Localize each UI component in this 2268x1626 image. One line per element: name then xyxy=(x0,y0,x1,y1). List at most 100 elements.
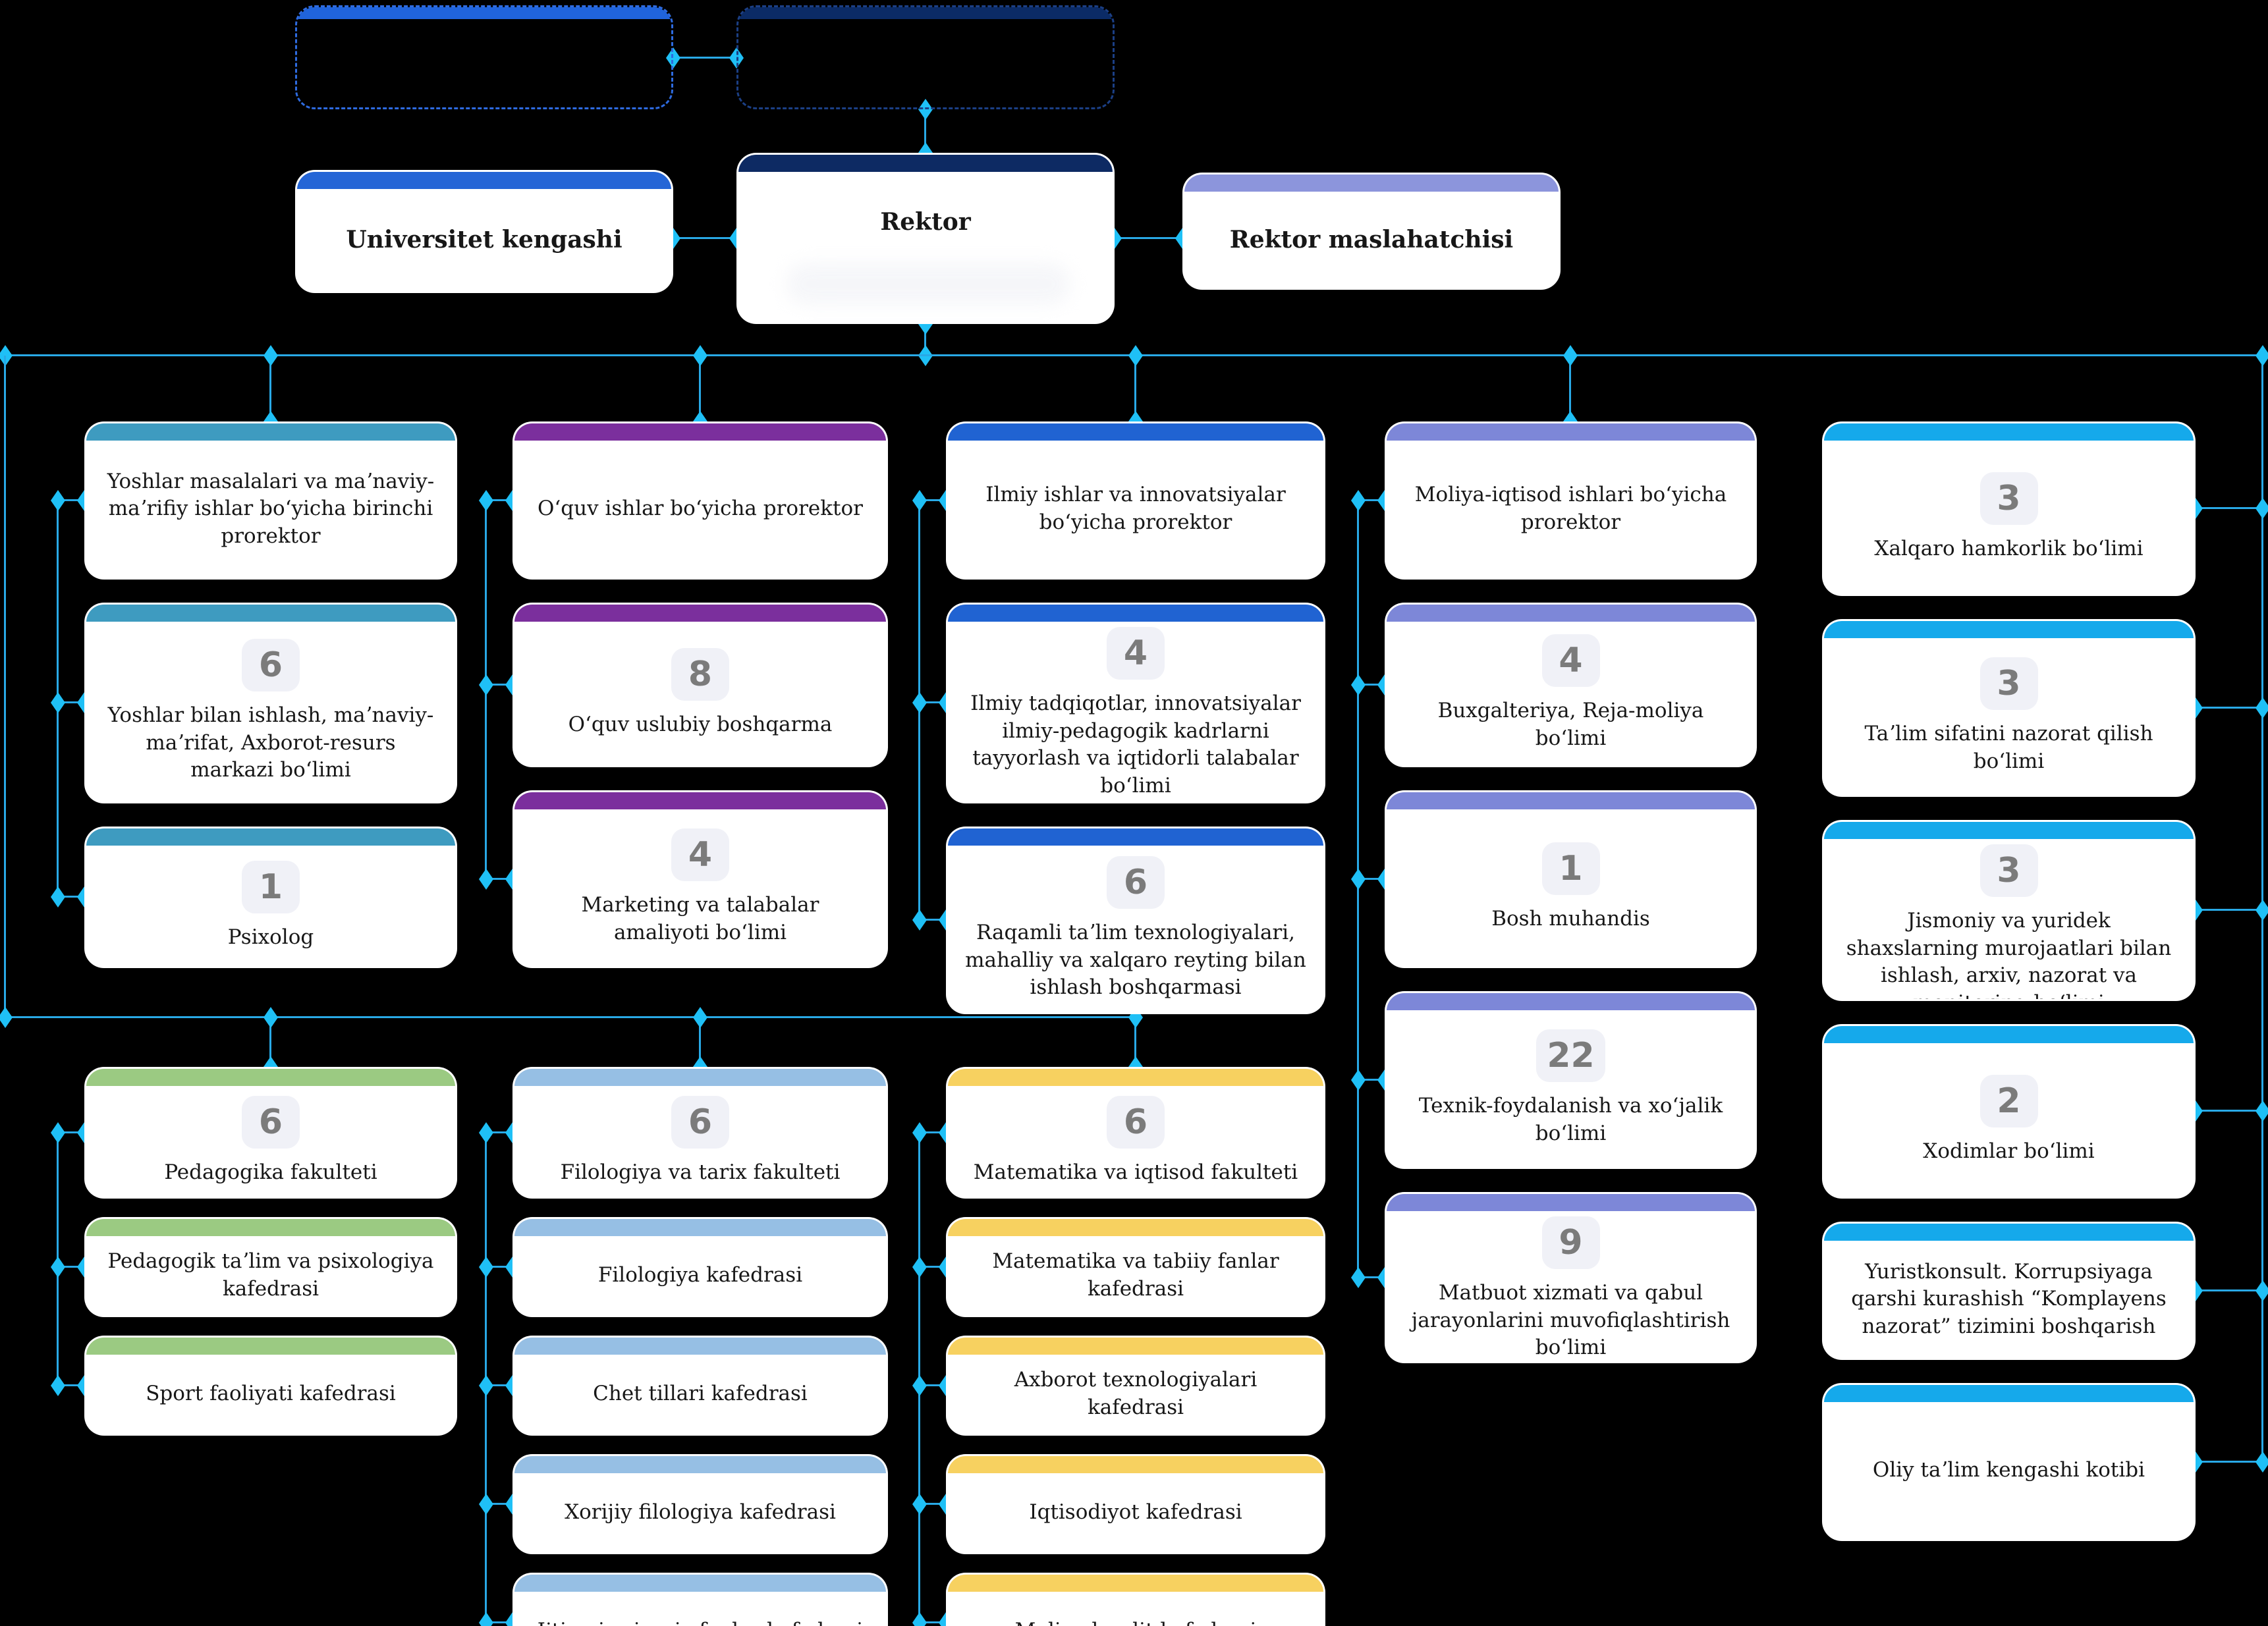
node-council-secretary: Oliy taʼlim kengashi kotibi xyxy=(1822,1383,2196,1541)
node-label: Matematika va iqtisod fakulteti xyxy=(973,1160,1298,1185)
staff-count-badge: 1 xyxy=(1541,842,1600,896)
node-label: Rektor maslahatchisi xyxy=(1229,225,1514,254)
card-header-bar xyxy=(86,423,455,441)
staff-count-badge: 3 xyxy=(1979,844,2038,897)
connector-diamond xyxy=(2255,1451,2268,1473)
node-label: Xalqaro hamkorlik boʻlimi xyxy=(1874,536,2144,560)
staff-count-badge: 4 xyxy=(1541,634,1600,688)
connector-diamond xyxy=(479,869,493,890)
connector-line xyxy=(920,1266,946,1268)
node-rector-advisor: Rektor maslahatchisi xyxy=(1182,173,1561,290)
connector-line xyxy=(486,878,512,880)
node-psychologist: 1 Psixolog xyxy=(84,827,457,968)
node-label: Matbuot xizmati va qabul jarayonlarini m… xyxy=(1411,1281,1730,1360)
connector-line xyxy=(1358,684,1385,686)
connector-line xyxy=(920,919,946,921)
connector-line xyxy=(920,1384,946,1386)
card-header-bar xyxy=(1824,621,2194,638)
node-label: Rektor xyxy=(880,208,971,236)
connector-line xyxy=(920,1621,946,1623)
connector-line xyxy=(58,1266,84,1268)
node-rector: Rektor xyxy=(736,153,1115,324)
connector-diamond xyxy=(2255,1280,2268,1301)
connector-diamond xyxy=(263,1007,278,1028)
connector-diamond xyxy=(912,1257,927,1278)
connector-line xyxy=(58,701,84,703)
node-research-talent: 4 Ilmiy tadqiqotlar, innovatsiyalar ilmi… xyxy=(946,603,1325,803)
connector-line xyxy=(4,356,6,1017)
node-methodical-department: 8 Oʻquv uslubiy boshqarma xyxy=(512,603,888,767)
staff-count-badge: 1 xyxy=(242,860,300,913)
node-math-natural-sciences-dept: Matematika va tabiiy fanlar kafedrasi xyxy=(946,1217,1325,1317)
card-header-bar xyxy=(297,7,671,19)
connector-line xyxy=(1358,499,1385,501)
card-header-bar xyxy=(514,1219,886,1236)
connector-diamond xyxy=(51,886,65,908)
connector-diamond xyxy=(666,47,680,68)
node-chief-engineer: 1 Bosh muhandis xyxy=(1385,790,1757,968)
node-label: Iqtisodiyot kafedrasi xyxy=(1029,1500,1242,1525)
node-legal-counsel: Yuristkonsult. Korrupsiyaga qarshi kuras… xyxy=(1822,1222,2196,1360)
node-label: Ijtimoiy-siyosiy fanlar kafedrasi xyxy=(538,1617,863,1626)
connector-diamond xyxy=(693,345,707,366)
staff-count-badge: 2 xyxy=(1979,1074,2038,1127)
node-university-council: Universitet kengashi xyxy=(295,170,673,293)
node-label: Universitet kengashi xyxy=(346,226,622,254)
staff-count-badge: 4 xyxy=(671,828,729,882)
connector-line xyxy=(486,1384,512,1386)
staff-count-badge: 8 xyxy=(671,648,729,701)
connector-line xyxy=(5,1016,1136,1018)
connector-line xyxy=(486,1266,512,1268)
connector-line xyxy=(920,701,946,703)
node-foreign-philology-dept: Xorijiy filologiya kafedrasi xyxy=(512,1454,888,1554)
connector-diamond xyxy=(0,1007,13,1028)
node-label: Yoshlar masalalari va maʼnaviy-maʼrifiy … xyxy=(107,469,435,548)
connector-diamond xyxy=(912,1612,927,1626)
node-label: Texnik-foydalanish va xoʻjalik boʻlimi xyxy=(1418,1094,1723,1145)
connector-diamond xyxy=(2255,345,2268,366)
node-youth-resource-center: 6 Yoshlar bilan ishlash, maʼnaviy-maʼrif… xyxy=(84,603,457,803)
staff-count-badge: 6 xyxy=(242,1096,300,1149)
card-header-bar xyxy=(948,1456,1323,1473)
node-marketing-internship: 4 Marketing va talabalar amaliyoti boʻli… xyxy=(512,790,888,968)
node-label: Chet tillari kafedrasi xyxy=(593,1382,808,1406)
node-label: Psixolog xyxy=(227,925,314,949)
connector-diamond xyxy=(912,490,927,511)
card-header-bar xyxy=(297,172,671,189)
connector-diamond xyxy=(912,909,927,931)
connector-line xyxy=(920,1131,946,1133)
staff-count-badge: 3 xyxy=(1979,657,2038,711)
node-philology-dept: Filologiya kafedrasi xyxy=(512,1217,888,1317)
node-label: Raqamli taʼlim texnologiyalari, mahalliy… xyxy=(965,921,1306,1000)
connector-diamond xyxy=(479,1122,493,1143)
card-header-bar xyxy=(514,423,886,441)
connector-diamond xyxy=(2255,900,2268,921)
card-header-bar xyxy=(514,605,886,622)
card-header-bar xyxy=(514,1338,886,1355)
node-science-prorector: Ilmiy ishlar va innovatsiyalar boʻyicha … xyxy=(946,421,1325,580)
node-label: Filologiya va tarix fakulteti xyxy=(560,1160,841,1185)
card-header-bar xyxy=(1387,792,1755,809)
node-label: Ilmiy tadqiqotlar, innovatsiyalar ilmiy-… xyxy=(970,691,1301,798)
connector-diamond xyxy=(1351,674,1366,695)
node-label: Moliya-iqtisod ishlari boʻyicha prorekto… xyxy=(1414,483,1727,534)
node-label: Xodimlar boʻlimi xyxy=(1923,1139,2095,1163)
connector-line xyxy=(2196,1110,2263,1112)
connector-line xyxy=(1358,878,1385,880)
connector-diamond xyxy=(912,1122,927,1143)
connector-diamond xyxy=(479,1494,493,1515)
node-social-political-dept: Ijtimoiy-siyosiy fanlar kafedrasi xyxy=(512,1573,888,1626)
connector-diamond xyxy=(918,99,933,120)
node-label: Oliy taʼlim kengashi kotibi xyxy=(1872,1458,2145,1482)
node-label: Xorijiy filologiya kafedrasi xyxy=(565,1500,836,1525)
card-header-bar xyxy=(514,1456,886,1473)
node-economics-dept: Iqtisodiyot kafedrasi xyxy=(946,1454,1325,1554)
node-press-service: 9 Matbuot xizmati va qabul jarayonlarini… xyxy=(1385,1192,1757,1363)
connector-line xyxy=(673,57,736,59)
card-header-bar xyxy=(86,1219,455,1236)
card-header-bar xyxy=(948,1219,1323,1236)
card-header-bar xyxy=(1824,822,2194,839)
staff-count-badge: 6 xyxy=(1107,856,1165,909)
node-label: Marketing va talabalar amaliyoti boʻlimi xyxy=(581,893,819,944)
